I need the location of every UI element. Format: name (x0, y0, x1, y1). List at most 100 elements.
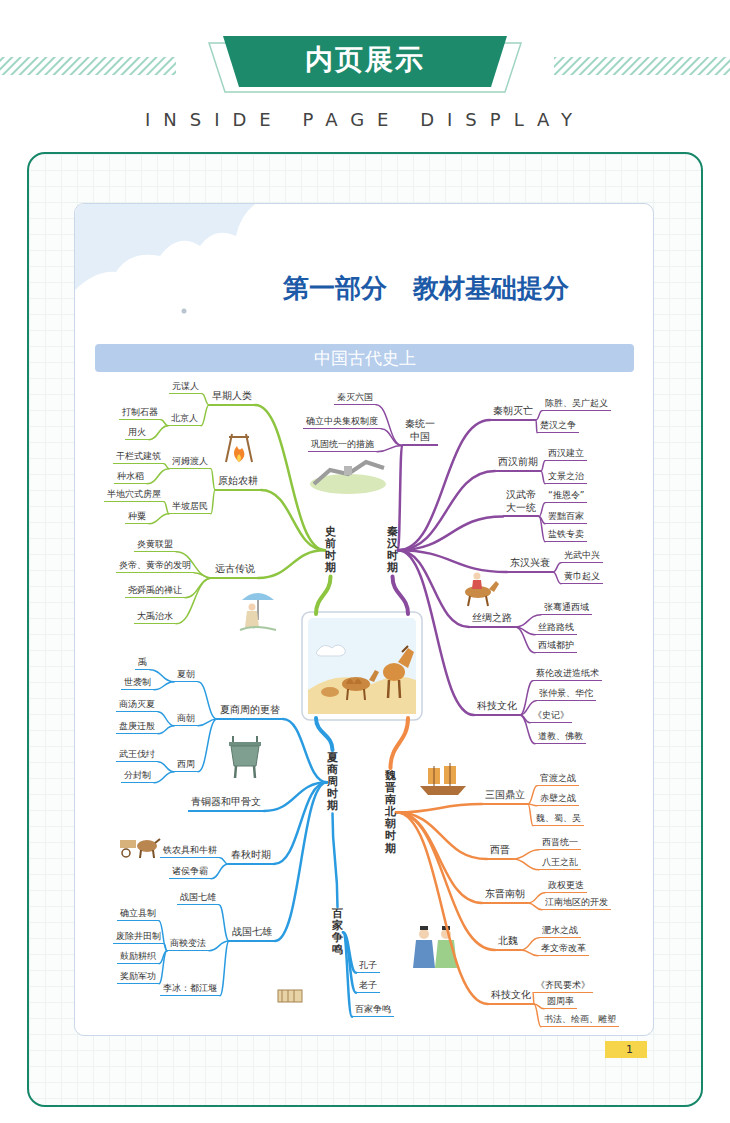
node-text: 蔡伦改进造纸术 (536, 668, 599, 678)
branch-connector (376, 405, 402, 446)
ox-cart-icon (120, 839, 160, 858)
header-banner: 内页展示 (205, 33, 525, 93)
node-text: 魏晋南北朝时期 (385, 769, 396, 855)
leaf-label: 盐铁专卖 (545, 529, 587, 542)
leaf-label: 武王伐纣 (116, 749, 158, 762)
leaf-label: 商鞅变法 (167, 938, 209, 951)
branch-connector (158, 726, 174, 734)
branch-connector (513, 850, 539, 859)
node-text: 废除井田制 (116, 931, 161, 941)
branch-connector (515, 615, 541, 627)
node-text: 孔子 (359, 960, 377, 970)
branch-label: 北魏 (495, 935, 521, 951)
branch-connector (396, 804, 482, 812)
leaf-label: 种水稻 (114, 471, 147, 484)
branch-stem (393, 576, 409, 614)
node-text: 八王之乱 (542, 857, 578, 867)
branch-connector (154, 772, 174, 783)
leaf-label: 大禹治水 (134, 611, 176, 624)
leaf-label: 八王之乱 (539, 857, 581, 870)
node-text: 西周 (177, 759, 195, 769)
branch-label: 东汉兴衰 (507, 557, 553, 573)
node-text: 商汤灭夏 (119, 699, 155, 709)
branch-connector (398, 446, 402, 551)
node-text: 西域都护 (538, 640, 574, 650)
branch-connector (201, 405, 209, 426)
leaf-label: 老子 (356, 980, 380, 993)
leaf-label: 北京人 (168, 413, 201, 426)
node-text: 世袭制 (124, 677, 151, 687)
node-text: 科技文化 (477, 700, 517, 711)
branch-connector (398, 550, 469, 627)
node-text: 汉武帝大一统 (506, 489, 536, 513)
branch-connector (202, 394, 209, 405)
branch-label: 青铜器和甲骨文 (188, 796, 264, 812)
leaf-label: 张骞通西域 (541, 602, 592, 615)
branch-connector (536, 411, 542, 420)
branch-connector (515, 627, 535, 653)
node-text: 秦灭六国 (337, 392, 373, 402)
period-label: 秦汉时期 (387, 526, 398, 574)
node-text: 史前时期 (325, 525, 336, 574)
leaf-label: 文景之治 (545, 471, 587, 484)
branch-connector (398, 471, 495, 550)
branch-label: 早期人类 (209, 390, 255, 406)
node-text: 武王伐纣 (119, 749, 155, 759)
leaf-label: 商朝 (174, 713, 198, 726)
branch-connector (198, 719, 217, 772)
leaf-label: 禹 (135, 657, 150, 670)
branch-connector (377, 446, 402, 452)
leaf-label: 世袭制 (121, 677, 154, 690)
leaf-label: 西域都护 (535, 640, 577, 653)
node-text: 北京人 (171, 413, 198, 423)
legend-figure-icon (240, 593, 276, 630)
node-text: 战国七雄 (180, 892, 216, 902)
node-text: 楚汉之争 (540, 420, 576, 430)
branch-connector (198, 682, 217, 719)
leaf-label: 河姆渡人 (169, 456, 211, 469)
node-text: 确立县制 (120, 908, 156, 918)
header-stripes (554, 57, 730, 75)
node-text: 中国古代史上 (314, 347, 416, 370)
branch-connector (220, 941, 229, 996)
leaf-label: 道教、佛教 (535, 731, 586, 744)
leaf-label: 赤壁之战 (537, 793, 579, 806)
node-text: 李冰：都江堰 (163, 983, 217, 993)
bronze-vessel-icon (229, 736, 261, 778)
node-text: 秦朝灭亡 (493, 405, 533, 416)
branch-connector (553, 563, 561, 572)
node-text: 西汉前期 (498, 456, 538, 467)
node-text: 书法、绘画、雕塑 (544, 1014, 616, 1024)
branch-label: 春秋时期 (228, 849, 274, 865)
node-text: 《史记》 (533, 710, 569, 720)
node-text: 陈胜、吴广起义 (545, 398, 608, 408)
node-text: 孝文帝改革 (541, 943, 586, 953)
cloud (75, 204, 255, 290)
node-text: 科技文化 (491, 989, 531, 1000)
node-text: 半坡居民 (172, 501, 208, 511)
leaf-label: 光武中兴 (561, 550, 603, 563)
branch-connector (261, 490, 325, 550)
node-text: 河姆渡人 (172, 456, 208, 466)
branch-connector (521, 950, 538, 956)
branch-label: 科技文化 (488, 989, 534, 1005)
node-text: 罢黜百家 (548, 511, 584, 521)
branch-label: 原始农耕 (215, 475, 261, 491)
node-text: 诸侯争霸 (172, 866, 208, 876)
node-text: 西晋 (490, 844, 510, 855)
leaf-label: 炎帝、黄帝的发明 (116, 560, 194, 573)
branch-connector (528, 903, 542, 910)
branch-label: 秦统一中国 (402, 418, 438, 446)
leaf-label: 战国七雄 (177, 892, 219, 905)
node-text: 光武中兴 (564, 550, 600, 560)
branch-label: 丝绸之路 (469, 612, 515, 628)
leaf-label: 打制石器 (119, 407, 161, 420)
branch-connector (398, 517, 503, 551)
leaf-label: 圆周率 (544, 996, 577, 1009)
branch-connector (283, 719, 327, 782)
node-text: 盘庚迁殷 (119, 721, 155, 731)
node-text: 道教、佛教 (538, 731, 583, 741)
leaf-label: 废除井田制 (113, 931, 164, 944)
node-text: 奖励军功 (120, 971, 156, 981)
